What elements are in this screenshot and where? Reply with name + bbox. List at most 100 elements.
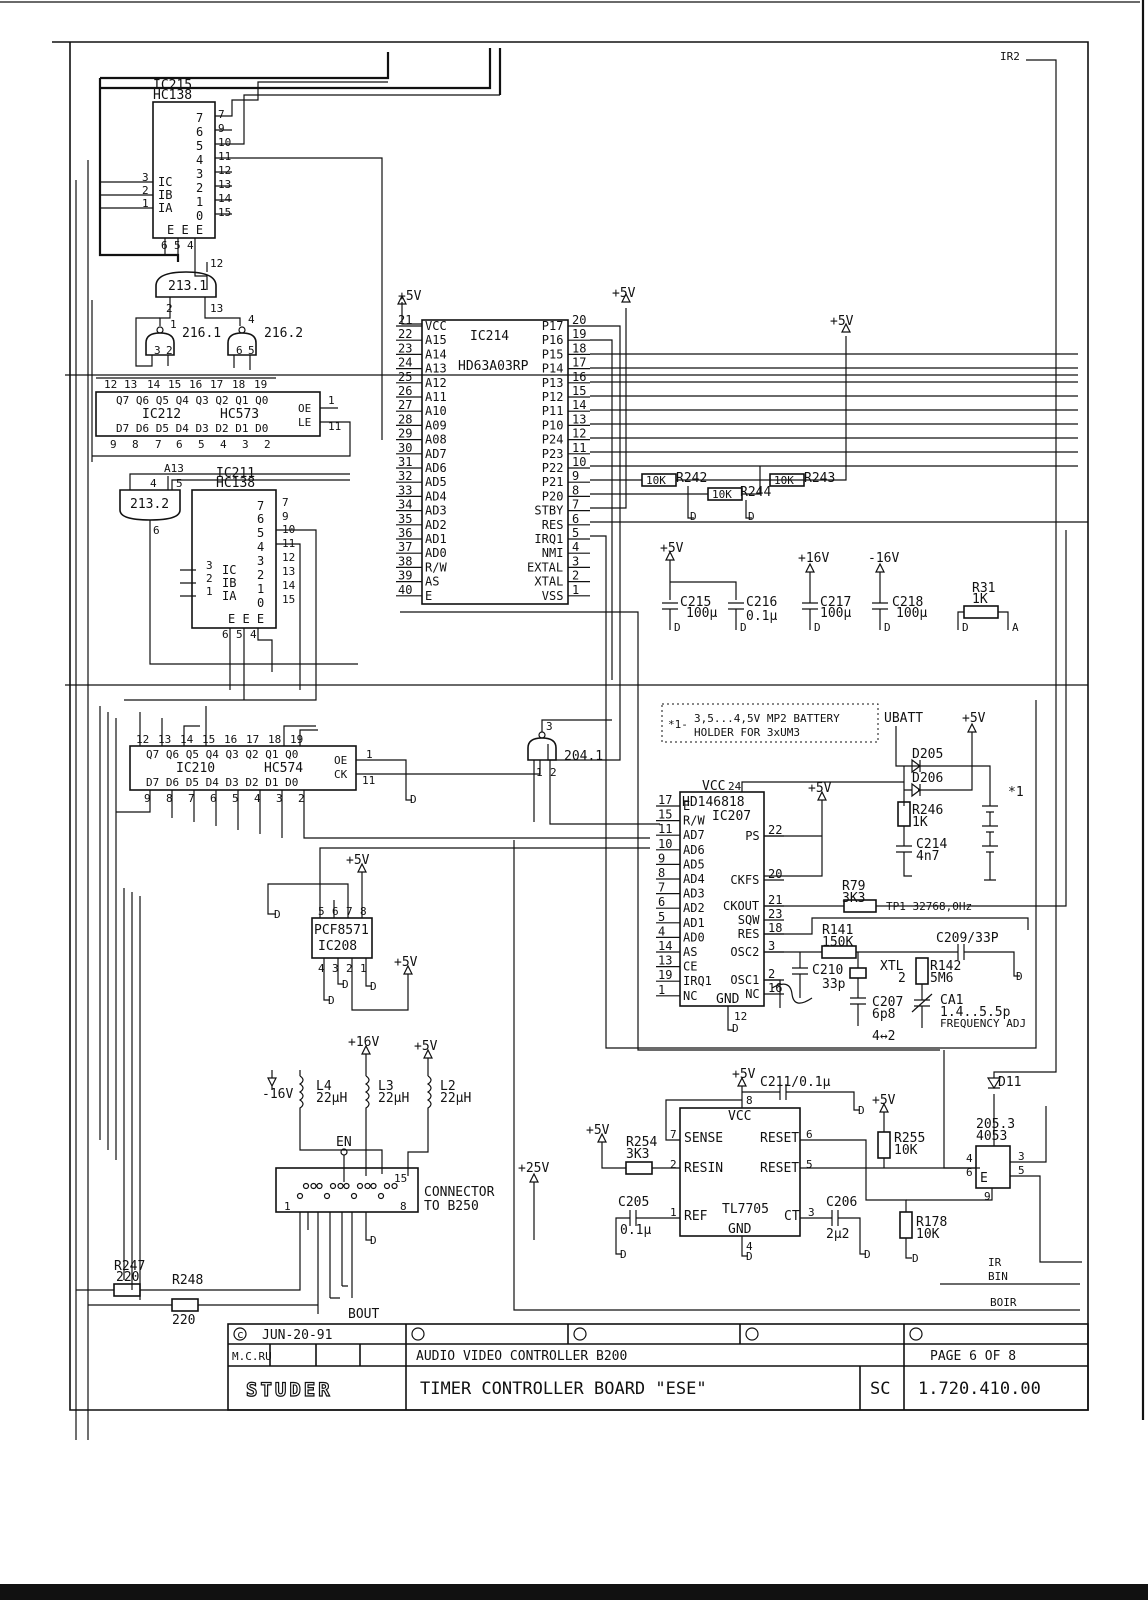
svg-text:R31: R31: [972, 581, 995, 596]
svg-text:11: 11: [218, 150, 231, 163]
svg-text:D: D: [690, 510, 697, 523]
svg-text:+5V: +5V: [346, 853, 370, 868]
svg-text:15: 15: [394, 1172, 407, 1185]
plus25v: +25V: [513, 840, 1080, 1311]
svg-text:L2: L2: [440, 1079, 456, 1094]
pin-number: 4: [572, 540, 579, 554]
svg-text:D: D: [370, 1234, 377, 1247]
svg-text:3,5...4,5V MP2 BATTERY: 3,5...4,5V MP2 BATTERY: [694, 712, 840, 725]
svg-text:3: 3: [196, 167, 203, 181]
svg-text:CONNECTOR: CONNECTOR: [424, 1185, 495, 1200]
svg-text:CA1: CA1: [940, 993, 963, 1008]
svg-text:HD63A03RP: HD63A03RP: [458, 359, 529, 374]
svg-text:+5V: +5V: [586, 1123, 610, 1138]
svg-text:3K3: 3K3: [842, 891, 865, 906]
svg-text:6: 6: [806, 1128, 813, 1141]
pin-label: AD7: [425, 447, 447, 461]
pin-number: 16: [572, 370, 586, 384]
pin-number: 33: [398, 483, 412, 497]
svg-text:16: 16: [189, 378, 202, 391]
svg-text:Q7 Q6 Q5 Q4 Q3 Q2 Q1 Q0: Q7 Q6 Q5 Q4 Q3 Q2 Q1 Q0: [146, 748, 298, 761]
svg-text:+5V: +5V: [962, 711, 986, 726]
svg-text:1: 1: [196, 195, 203, 209]
pin-number: 23: [398, 341, 412, 355]
svg-text:3: 3: [808, 1206, 815, 1219]
svg-text:1: 1: [284, 1200, 291, 1213]
svg-text:R79: R79: [842, 879, 865, 894]
title-date: JUN-20-91: [262, 1328, 332, 1343]
svg-text:+5V: +5V: [414, 1039, 438, 1054]
svg-text:C218: C218: [892, 595, 923, 610]
svg-text:D: D: [410, 793, 417, 806]
svg-text:D: D: [1016, 970, 1023, 983]
pin-number: 11: [658, 822, 672, 836]
svg-text:9: 9: [984, 1190, 991, 1203]
svg-text:A: A: [1012, 621, 1019, 634]
connector-pin: [329, 1182, 337, 1190]
c217-cap: +16V C217 100µ D: [798, 551, 851, 634]
pin-label: AD4: [683, 872, 705, 886]
svg-text:4: 4: [248, 313, 255, 326]
svg-text:7: 7: [196, 111, 203, 125]
svg-text:E E E: E E E: [228, 612, 264, 626]
svg-text:9: 9: [110, 438, 117, 451]
svg-text:33p: 33p: [822, 977, 846, 992]
pin-label: VCC: [425, 319, 447, 333]
pin-number: 22: [768, 823, 782, 837]
pin-label: E: [683, 799, 690, 813]
c205-cap: C205 0.1µ D: [615, 1195, 680, 1261]
pin-label: A11: [425, 390, 447, 404]
r247-r248: R247 220 R248 220: [76, 1259, 318, 1328]
svg-text:C217: C217: [820, 595, 851, 610]
svg-text:1: 1: [170, 318, 177, 331]
svg-text:5: 5: [196, 139, 203, 153]
left-bus-wiring: [65, 48, 1088, 1440]
svg-text:6: 6: [196, 125, 203, 139]
r141-resistor: R141 150K: [821, 923, 857, 959]
svg-text:+5V: +5V: [394, 955, 418, 970]
svg-text:9: 9: [282, 510, 289, 523]
svg-text:BOUT: BOUT: [348, 1307, 379, 1322]
svg-text:17: 17: [210, 378, 223, 391]
svg-text:C214: C214: [916, 837, 947, 852]
svg-text:IC215: IC215: [153, 78, 192, 93]
connector-pin: [296, 1192, 304, 1200]
svg-text:VCC: VCC: [702, 779, 725, 794]
drawing-number: 1.720.410.00: [918, 1379, 1041, 1399]
svg-text:213.1: 213.1: [168, 279, 207, 294]
svg-text:+5V: +5V: [660, 541, 684, 556]
svg-text:13: 13: [282, 565, 295, 578]
svg-text:c: c: [237, 1328, 244, 1341]
svg-text:TP1 32768,0Hz: TP1 32768,0Hz: [886, 900, 972, 913]
connector-pin: [343, 1182, 350, 1190]
svg-text:IC: IC: [222, 563, 236, 577]
svg-text:6: 6: [153, 524, 160, 537]
pin-number: 1: [658, 983, 665, 997]
svg-text:HC138: HC138: [216, 476, 255, 491]
svg-text:3: 3: [1018, 1150, 1025, 1163]
svg-text:D: D: [746, 1250, 753, 1263]
r242-resistor: 10K R242 D: [641, 471, 707, 523]
svg-text:L3: L3: [378, 1079, 394, 1094]
pin-number: 9: [658, 851, 665, 865]
svg-text:4: 4: [187, 239, 194, 252]
svg-text:D7 D6 D5 D4 D3 D2 D1 D0: D7 D6 D5 D4 D3 D2 D1 D0: [116, 422, 268, 435]
svg-text:5: 5: [248, 344, 255, 357]
svg-text:+5V: +5V: [872, 1093, 896, 1108]
svg-text:5: 5: [174, 239, 181, 252]
svg-text:24: 24: [728, 780, 742, 793]
svg-text:HC574: HC574: [264, 761, 303, 776]
pin-number: 28: [398, 412, 412, 426]
r31-resistor: R31 1K D A: [957, 581, 1019, 634]
pin-number: 30: [398, 441, 412, 455]
title-block: c JUN-20-91 M.C.RU AUDIO VIDEO CONTROLLE…: [227, 1323, 1089, 1411]
pin-label: A14: [425, 347, 447, 361]
svg-text:1: 1: [366, 748, 373, 761]
svg-text:HOLDER FOR 3xUM3: HOLDER FOR 3xUM3: [694, 726, 800, 739]
svg-text:10: 10: [218, 136, 231, 149]
svg-text:+5V: +5V: [732, 1067, 756, 1082]
svg-text:5: 5: [1018, 1164, 1025, 1177]
svg-text:D: D: [748, 510, 755, 523]
connector-pin: [302, 1182, 310, 1190]
